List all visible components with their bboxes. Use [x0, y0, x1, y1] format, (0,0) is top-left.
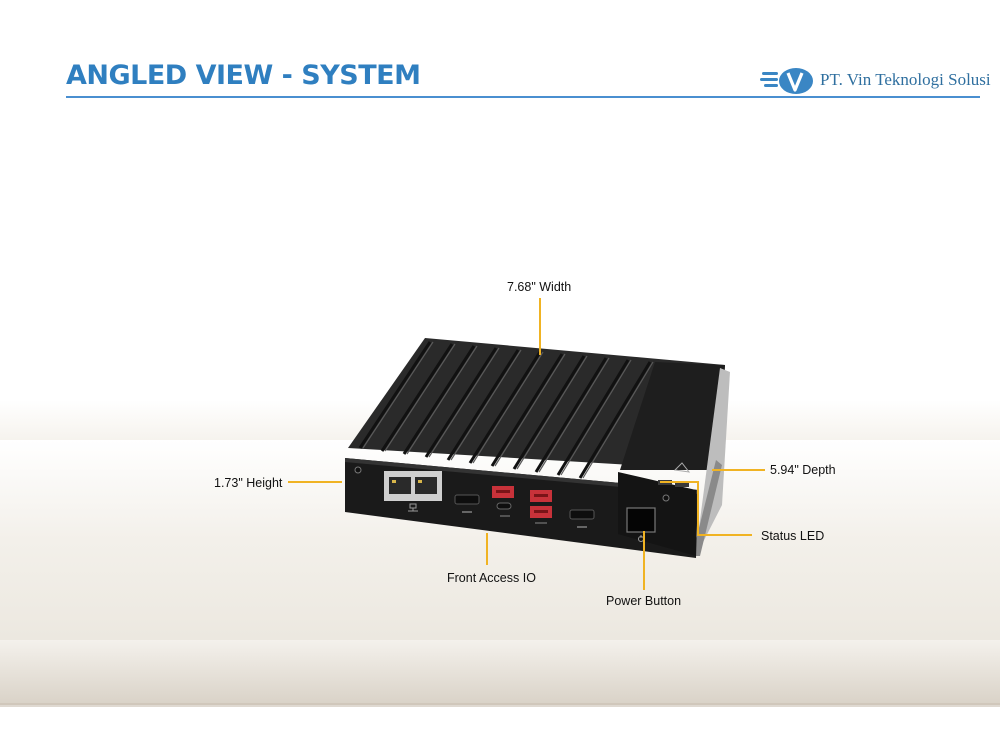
depth-label: 5.94" Depth — [770, 463, 836, 477]
page-title: ANGLED VIEW - SYSTEM — [66, 60, 421, 91]
mini-pc-device — [345, 338, 730, 558]
front-io-label: Front Access IO — [447, 571, 536, 585]
company-name: PT. Vin Teknologi Solusi — [820, 70, 991, 89]
power-button-label: Power Button — [606, 594, 682, 608]
height-label: 1.73" Height — [214, 476, 283, 490]
title-divider — [66, 96, 980, 98]
logo-v-icon — [760, 68, 813, 94]
status-led-label: Status LED — [761, 529, 825, 543]
width-label: 7.68" Width — [507, 280, 572, 294]
network-icon — [408, 503, 418, 512]
